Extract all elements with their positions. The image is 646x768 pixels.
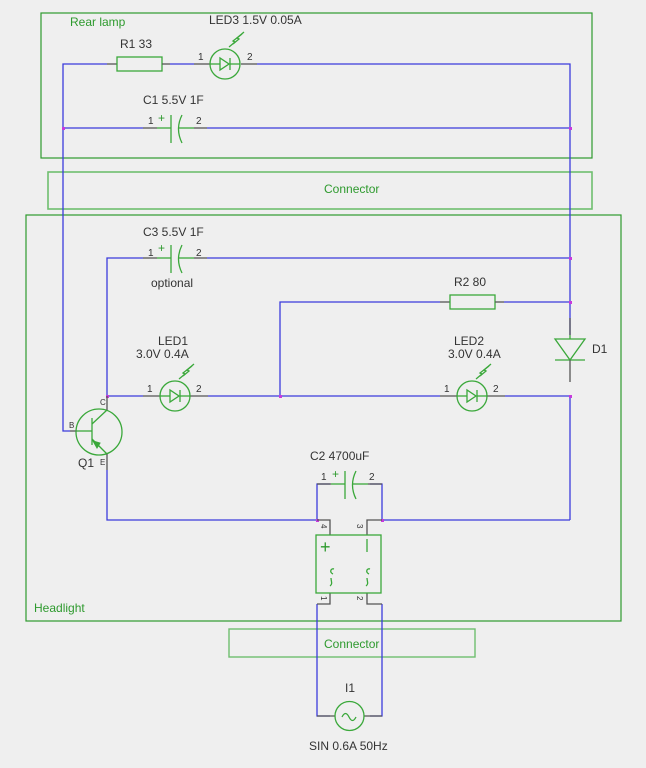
junction-dot (279, 395, 282, 398)
junction-dot (569, 301, 572, 304)
pin-4-label: 4 (319, 524, 328, 529)
pin-2-label: 2 (196, 384, 202, 395)
wire-left-rail (62, 63, 107, 432)
pin-2-label: 2 (369, 472, 375, 483)
diode-d1[interactable]: D1 (553, 318, 608, 382)
diode-triangle (466, 388, 478, 404)
wires (62, 63, 571, 717)
connector-top-label: Connector (324, 182, 379, 196)
resistor-body (116, 56, 163, 72)
led-led3[interactable]: LED3 1.5V 0.05A 1 2 (194, 13, 302, 80)
pin-1-label: 1 (148, 116, 154, 127)
r1-label: R1 33 (120, 37, 152, 51)
transistor-body (75, 408, 123, 456)
wire-q1e-bridge (106, 470, 317, 521)
pin-2-label: 2 (355, 596, 364, 601)
junction-dot (62, 127, 65, 130)
resistor-body (449, 294, 496, 310)
headlight-group-label: Headlight (34, 601, 85, 615)
pin-e-label: E (100, 458, 105, 467)
pin-c-label: C (100, 398, 106, 407)
bridge-body (315, 534, 382, 594)
c3-label: C3 5.5V 1F (143, 225, 204, 239)
pin-2-label: 2 (196, 248, 202, 259)
pin-2-label: 2 (493, 384, 499, 395)
pin-b-label: B (69, 421, 74, 430)
wire-c3-left (106, 257, 143, 396)
source-body (334, 700, 365, 732)
polarity-plus-icon: + (158, 241, 165, 255)
ac-tilde-icon (365, 568, 371, 587)
transistor-q1[interactable]: B C E Q1 (69, 396, 123, 470)
i1-value: SIN 0.6A 50Hz (309, 739, 388, 753)
led1-label: LED1 (158, 334, 188, 348)
bridge-rectifier[interactable]: + 4 3 1 2 (315, 519, 382, 605)
wire-c2-right (370, 483, 383, 520)
pin-1-label: 1 (319, 596, 328, 601)
emitter-arrow-icon (91, 440, 101, 449)
d1-label: D1 (592, 342, 608, 356)
diode-triangle (219, 56, 231, 72)
junction-dot (381, 519, 384, 522)
diode-triangle (169, 388, 181, 404)
capacitor-plate-negative (351, 470, 357, 500)
resistor-r2[interactable]: R2 80 (440, 275, 504, 310)
current-source-i1[interactable]: I1 SIN 0.6A 50Hz (309, 681, 388, 753)
light-emission-icon (228, 31, 245, 48)
capacitor-plate-negative (177, 244, 183, 274)
light-emission-icon (475, 363, 492, 380)
resistor-r1[interactable]: R1 33 (107, 37, 170, 72)
rear-lamp-group-box[interactable] (40, 12, 593, 159)
connector-top-box[interactable] (47, 171, 593, 210)
polarity-plus-icon: + (332, 467, 339, 481)
bridge-plus-icon: + (320, 537, 331, 557)
junction-dot (569, 257, 572, 260)
led3-label: LED3 1.5V 0.05A (209, 13, 302, 27)
pin-1-label: 1 (321, 472, 327, 483)
light-emission-icon (178, 363, 195, 380)
r2-label: R2 80 (454, 275, 486, 289)
pin-1-label: 1 (147, 384, 153, 395)
junction-dot (569, 127, 572, 130)
q1-label: Q1 (78, 456, 94, 470)
c3-note: optional (151, 276, 193, 290)
wire-right-rail (257, 63, 571, 335)
connector-bottom-label: Connector (324, 637, 379, 651)
wire-r2-left (279, 301, 440, 396)
c2-label: C2 4700uF (310, 449, 369, 463)
led-led2[interactable]: LED2 3.0V 0.4A 1 2 (440, 334, 505, 412)
capacitor-c3[interactable]: C3 5.5V 1F + 1 2 optional (143, 225, 207, 290)
diode-triangle (553, 338, 587, 362)
wire-c2-left (316, 483, 330, 520)
pin-1-label: 1 (198, 52, 204, 63)
pin-1-label: 1 (444, 384, 450, 395)
led2-label: LED2 (454, 334, 484, 348)
c1-label: C1 5.5V 1F (143, 93, 204, 107)
transistor-collector (91, 409, 108, 425)
connector-bottom-box[interactable] (228, 628, 476, 658)
pin-2-label: 2 (196, 116, 202, 127)
headlight-group-box[interactable] (25, 214, 622, 622)
capacitor-c2[interactable]: C2 4700uF + 1 2 (310, 449, 382, 500)
ac-tilde-icon (329, 568, 335, 587)
junction-dot (569, 395, 572, 398)
capacitor-c1[interactable]: C1 5.5V 1F + 1 2 (143, 93, 207, 144)
pin-3-label: 3 (355, 524, 364, 529)
capacitor-plate-negative (177, 114, 183, 144)
i1-label: I1 (345, 681, 355, 695)
led2-value: 3.0V 0.4A (448, 347, 501, 361)
rear-lamp-group-label: Rear lamp (70, 15, 126, 29)
led-led1[interactable]: LED1 3.0V 0.4A 1 2 (136, 334, 208, 412)
pin-1-label: 1 (148, 248, 154, 259)
pin-2-label: 2 (247, 52, 253, 63)
sine-wave-icon (341, 712, 357, 722)
led1-value: 3.0V 0.4A (136, 347, 189, 361)
polarity-plus-icon: + (158, 111, 165, 125)
